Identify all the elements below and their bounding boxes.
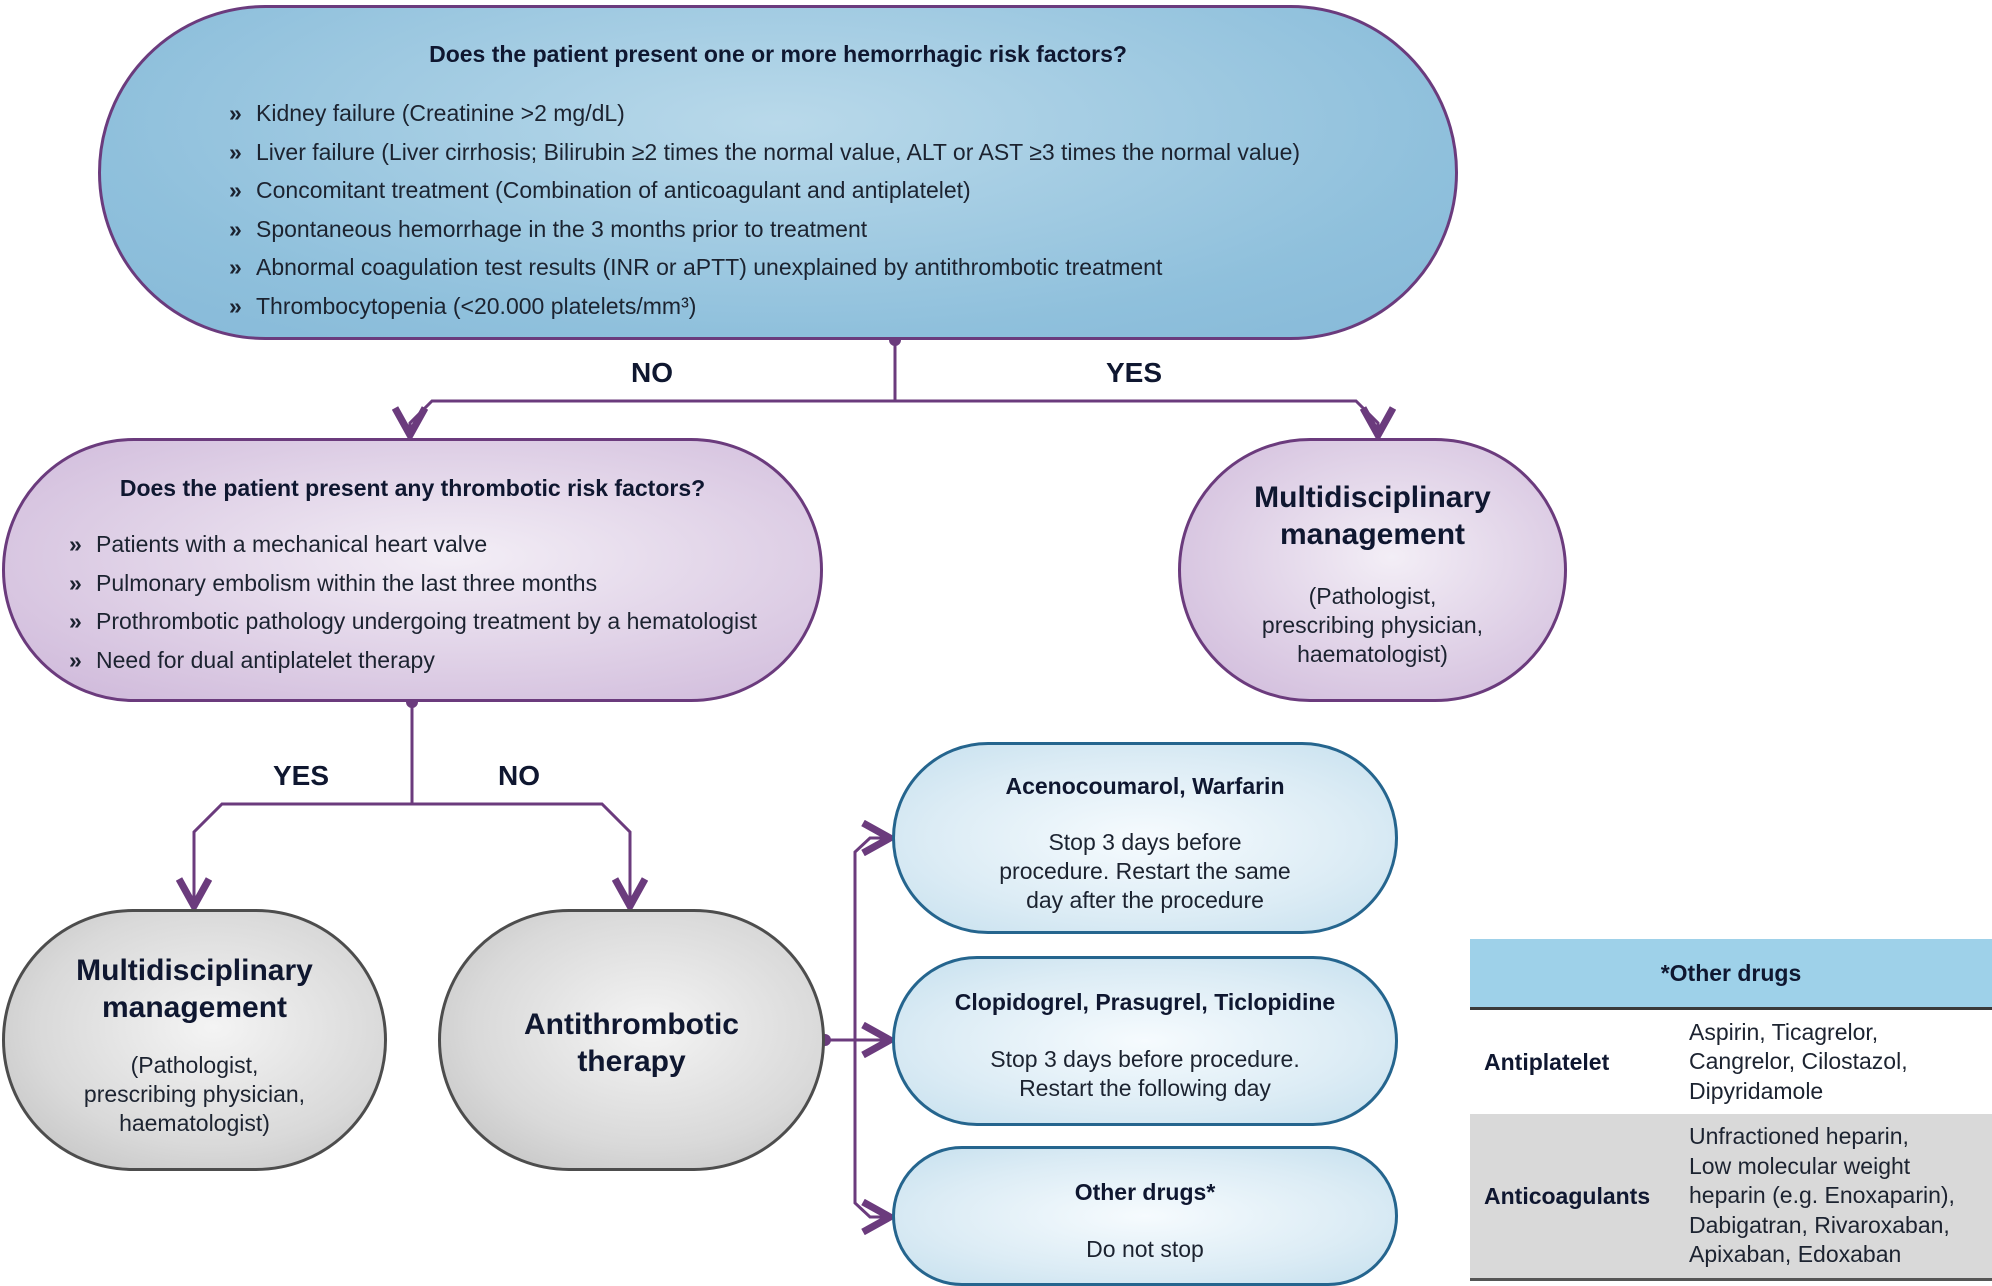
bullet-glyph: »: [69, 531, 82, 557]
drug-node-title: Other drugs*: [1074, 1179, 1216, 1205]
drug-node-instruction: Stop 3 days before procedure. Restart th…: [895, 1045, 1395, 1103]
factor-text: Pulmonary embolism within the last three…: [96, 569, 598, 596]
thrombotic-factor: » Pulmonary embolism within the last thre…: [69, 564, 757, 603]
connector-yes-branch: [895, 399, 1378, 435]
instruction-line: Restart the following day: [1019, 1075, 1271, 1101]
value-line: Dabigatran, Rivaroxaban,: [1689, 1211, 1950, 1238]
participants-line: prescribing physician,: [83, 1081, 306, 1107]
multidisciplinary-participants: (Pathologist, prescribing physician, hae…: [1181, 582, 1564, 669]
instruction-line: Stop 3 days before procedure.: [990, 1046, 1300, 1072]
connector-yes-left-branch: [194, 802, 412, 906]
row-label: Antiplatelet: [1484, 1048, 1610, 1075]
drug-node-instruction: Stop 3 days before procedure. Restart th…: [895, 828, 1395, 915]
factor-text: Patients with a mechanical heart valve: [96, 531, 488, 557]
drug-node-instruction: Do not stop: [895, 1235, 1395, 1264]
hemorrhagic-factor: » Liver failure (Liver cirrhosis; Bilirub…: [229, 133, 1300, 172]
value-line: Low molecular weight: [1689, 1152, 1911, 1179]
participants-line: prescribing physician,: [1261, 612, 1484, 638]
bullet-glyph: »: [229, 215, 242, 242]
multidisciplinary-management-node-right: Multidisciplinary management (Pathologis…: [1178, 438, 1567, 702]
table-row-anticoagulants: Anticoagulants Unfractioned heparin, Low…: [1470, 1114, 1992, 1281]
hemorrhagic-factor: » Concomitant treatment (Combination of a…: [229, 171, 1300, 210]
row-value: Aspirin, Ticagrelor, Cangrelor, Cilostaz…: [1689, 1018, 1992, 1107]
row-label: Anticoagulants: [1484, 1182, 1651, 1209]
title-line: Multidisciplinary: [1254, 481, 1491, 514]
value-line: heparin (e.g. Enoxaparin),: [1689, 1182, 1955, 1209]
instruction-line: day after the procedure: [1026, 887, 1264, 913]
hemorrhagic-factor: » Kidney failure (Creatinine >2 mg/dL): [229, 94, 1300, 133]
bullet-glyph: »: [69, 569, 82, 596]
multidisciplinary-participants: (Pathologist, prescribing physician, hae…: [5, 1051, 384, 1138]
instruction-line: Do not stop: [1086, 1236, 1204, 1262]
factor-text: Concomitant treatment (Combination of an…: [256, 177, 971, 203]
bullet-glyph: »: [229, 254, 242, 280]
hemorrhagic-factor: » Abnormal coagulation test results (INR …: [229, 248, 1300, 287]
hemorrhagic-risk-node: Does the patient present one or more hem…: [98, 5, 1458, 340]
instruction-line: Stop 3 days before: [1048, 829, 1242, 855]
factor-text: Thrombocytopenia (<20.000 platelets/mm³): [256, 292, 697, 319]
drug-node-title: Acenocoumarol, Warfarin: [1005, 773, 1285, 799]
instruction-line: procedure. Restart the same: [999, 858, 1291, 884]
hemorrhagic-question: Does the patient present one or more hem…: [429, 41, 1127, 67]
table-row-antiplatelet: Antiplatelet Aspirin, Ticagrelor, Cangre…: [1470, 1007, 1992, 1114]
hemorrhagic-factor-list: » Kidney failure (Creatinine >2 mg/dL) » L…: [229, 94, 1300, 325]
table-header: *Other drugs: [1470, 939, 1992, 1007]
thrombotic-risk-node: Does the patient present any thrombotic …: [2, 438, 823, 702]
edge-label-yes: YES: [1106, 357, 1163, 388]
value-line: Dipyridamole: [1689, 1077, 1824, 1104]
connector-no-branch: [410, 399, 895, 435]
edge-label-yes: YES: [273, 760, 330, 791]
hemorrhagic-factor: » Spontaneous hemorrhage in the 3 months …: [229, 210, 1300, 249]
thrombotic-factor: » Need for dual antiplatelet therapy: [69, 641, 757, 680]
drug-node-title: Clopidogrel, Prasugrel, Ticlopidine: [954, 989, 1336, 1015]
value-line: Unfractioned heparin,: [1689, 1123, 1909, 1150]
factor-text: Liver failure (Liver cirrhosis; Bilirubi…: [256, 138, 1301, 165]
drug-node-acenocoumarol-warfarin: Acenocoumarol, Warfarin Stop 3 days befo…: [892, 742, 1398, 934]
value-line: Cangrelor, Cilostazol,: [1689, 1048, 1908, 1075]
thrombotic-factor-list: »Patients with a mechanical heart valve …: [69, 525, 757, 679]
participants-line: haematologist): [119, 1110, 270, 1136]
factor-text: Abnormal coagulation test results (INR o…: [256, 254, 1163, 280]
antithrombotic-title: Antithrombotic therapy: [441, 1006, 822, 1080]
multidisciplinary-title: Multidisciplinary management: [1181, 479, 1564, 553]
title-line: Multidisciplinary: [76, 954, 313, 987]
connector-to-vka: [853, 838, 890, 1040]
bullet-glyph: »: [229, 292, 242, 319]
edge-label-no: NO: [631, 357, 673, 388]
factor-text: Need for dual antiplatelet therapy: [96, 646, 435, 673]
thrombotic-question: Does the patient present any thrombotic …: [119, 475, 706, 501]
title-line: management: [101, 991, 288, 1024]
thrombotic-factor: » Prothrombotic pathology undergoing trea…: [69, 602, 757, 641]
row-value: Unfractioned heparin, Low molecular weig…: [1689, 1122, 1992, 1270]
factor-text: Prothrombotic pathology undergoing treat…: [96, 608, 758, 634]
bullet-glyph: »: [229, 138, 242, 165]
value-line: Apixaban, Edoxaban: [1689, 1241, 1902, 1268]
participants-line: (Pathologist,: [1308, 583, 1437, 609]
bullet-glyph: »: [229, 100, 242, 126]
bullet-glyph: »: [229, 177, 242, 203]
title-line: management: [1279, 518, 1466, 551]
connector-no-right-branch: [412, 802, 630, 906]
drug-node-clopidogrel-prasugrel-ticlopidine: Clopidogrel, Prasugrel, Ticlopidine Stop…: [892, 956, 1398, 1126]
value-line: Aspirin, Ticagrelor,: [1689, 1018, 1879, 1045]
title-line: Antithrombotic: [524, 1008, 739, 1041]
participants-line: haematologist): [1297, 641, 1448, 667]
other-drugs-table: *Other drugs Antiplatelet Aspirin, Ticag…: [1470, 939, 1992, 1281]
participants-line: (Pathologist,: [130, 1052, 259, 1078]
edge-label-no: NO: [498, 760, 540, 791]
drug-node-other-drugs: Other drugs* Do not stop: [892, 1146, 1398, 1286]
title-line: therapy: [577, 1045, 686, 1078]
thrombotic-factor: » Patients with a mechanical heart valve: [69, 525, 757, 564]
bullet-glyph: »: [69, 608, 82, 634]
antithrombotic-therapy-node: Antithrombotic therapy: [438, 909, 825, 1171]
factor-text: Spontaneous hemorrhage in the 3 months p…: [256, 215, 868, 242]
connector-to-other: [853, 1040, 890, 1217]
bullet-glyph: »: [69, 646, 82, 673]
factor-text: Kidney failure (Creatinine >2 mg/dL): [256, 100, 625, 126]
multidisciplinary-management-node-left: Multidisciplinary management (Pathologis…: [2, 909, 387, 1171]
hemorrhagic-factor: » Thrombocytopenia (<20.000 platelets/mm³…: [229, 287, 1300, 326]
multidisciplinary-title: Multidisciplinary management: [5, 952, 384, 1026]
